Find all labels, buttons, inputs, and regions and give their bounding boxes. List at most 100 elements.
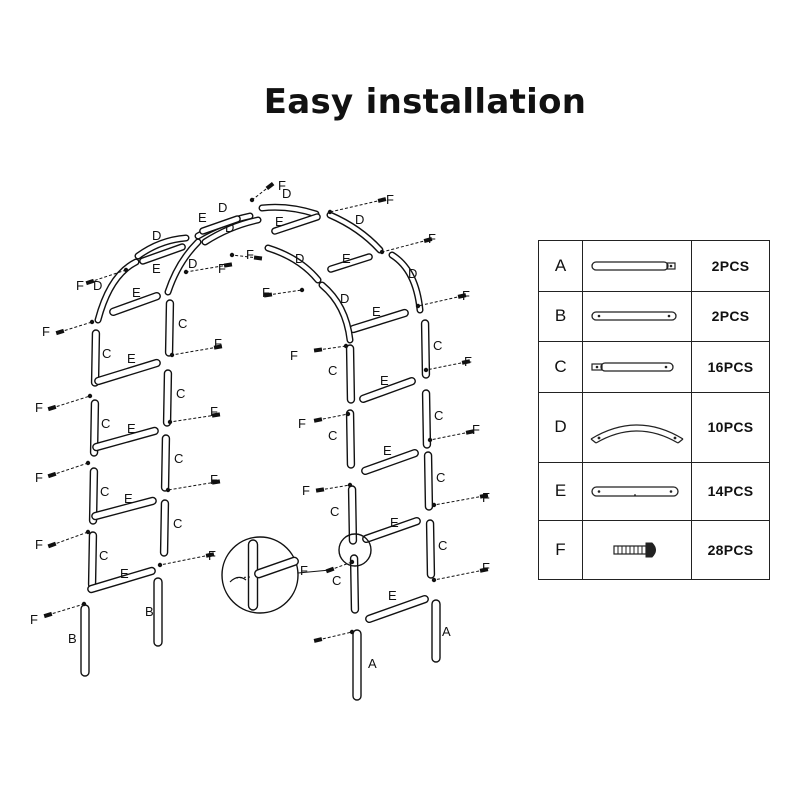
part-label: F bbox=[464, 354, 472, 369]
screw-f-icon bbox=[461, 359, 471, 365]
tube-e bbox=[91, 496, 157, 521]
screw-f-icon bbox=[205, 552, 215, 558]
part-label: F bbox=[214, 336, 222, 351]
part-quantity: 28PCS bbox=[707, 541, 754, 558]
screw-f-icon bbox=[265, 181, 275, 191]
tube-c-icon bbox=[583, 341, 692, 392]
arc-tube-d-icon bbox=[583, 392, 692, 462]
part-label: F bbox=[300, 563, 308, 578]
screw-f-icon bbox=[47, 471, 57, 479]
part-label: C bbox=[102, 346, 111, 361]
part-label: F bbox=[262, 285, 270, 300]
tube-a bbox=[431, 599, 441, 663]
screw-f-icon bbox=[85, 278, 95, 286]
arc-tube-d bbox=[259, 205, 319, 217]
part-label: F bbox=[210, 404, 218, 419]
part-label: F bbox=[30, 612, 38, 627]
part-letter: B bbox=[539, 291, 583, 341]
tube-c bbox=[421, 389, 432, 449]
tube-e bbox=[94, 358, 161, 386]
part-label: D bbox=[340, 291, 349, 306]
part-label: E bbox=[127, 421, 136, 436]
part-label: E bbox=[380, 373, 389, 388]
part-label: D bbox=[188, 256, 197, 271]
part-label: E bbox=[342, 251, 351, 266]
arc-tube-d bbox=[327, 212, 383, 253]
part-label: E bbox=[152, 261, 161, 276]
part-label: D bbox=[408, 266, 417, 281]
screw-f-icon bbox=[457, 293, 467, 299]
part-label: E bbox=[132, 285, 141, 300]
tube-c bbox=[345, 409, 356, 469]
screw-f-icon bbox=[47, 541, 57, 549]
tube-c bbox=[89, 399, 100, 457]
screw-f-icon bbox=[55, 328, 65, 336]
screw-f-icon bbox=[211, 412, 221, 418]
screw-f-icon bbox=[479, 567, 489, 573]
part-label: F bbox=[298, 416, 306, 431]
tube-c bbox=[425, 519, 436, 579]
part-label: F bbox=[218, 261, 226, 276]
part-label: D bbox=[218, 200, 227, 215]
arc-tube-d bbox=[135, 235, 189, 259]
arc-tube-d bbox=[389, 252, 423, 313]
arc-tube-d bbox=[265, 245, 321, 283]
parts-list-table: A 2PCS B 2PCS C 16PCS D 10PCS E 14PCS F bbox=[538, 240, 770, 580]
part-label: F bbox=[278, 178, 286, 193]
tube-e bbox=[361, 448, 419, 476]
part-label: C bbox=[330, 504, 339, 519]
part-label: E bbox=[198, 210, 207, 225]
part-letter: C bbox=[539, 341, 583, 392]
part-label: F bbox=[472, 422, 480, 437]
tube-e bbox=[109, 291, 161, 317]
part-letter: A bbox=[539, 241, 583, 291]
screw-f-icon bbox=[213, 344, 223, 350]
part-label: C bbox=[433, 338, 442, 353]
detail-focus-circle bbox=[338, 533, 372, 567]
screw-f-icon bbox=[211, 479, 221, 485]
part-label: B bbox=[145, 604, 154, 619]
part-letter: F bbox=[539, 520, 583, 579]
tube-e bbox=[362, 516, 421, 544]
tube-detail bbox=[254, 556, 299, 579]
arc-tube-d bbox=[319, 282, 353, 343]
part-label: E bbox=[275, 214, 284, 229]
part-label: F bbox=[428, 231, 436, 246]
part-label: C bbox=[173, 516, 182, 531]
tube-c bbox=[345, 344, 356, 404]
tube-c bbox=[164, 299, 175, 357]
tube-e bbox=[359, 376, 416, 404]
tube-e bbox=[365, 594, 429, 624]
screw-f-icon bbox=[253, 255, 263, 261]
part-label: C bbox=[436, 470, 445, 485]
part-label: F bbox=[482, 490, 490, 505]
part-label: C bbox=[434, 408, 443, 423]
tube-e bbox=[92, 426, 159, 452]
part-label: F bbox=[210, 472, 218, 487]
screw-f-icon bbox=[377, 197, 387, 203]
part-label: D bbox=[152, 228, 161, 243]
tube-c bbox=[349, 554, 360, 614]
screw-f-icon bbox=[465, 429, 475, 435]
tube-b bbox=[153, 577, 163, 647]
part-label: F bbox=[76, 278, 84, 293]
tube-c bbox=[162, 369, 173, 427]
part-quantity: 14PCS bbox=[707, 483, 754, 499]
tube-c bbox=[420, 319, 431, 379]
screw-f-icon bbox=[479, 493, 489, 499]
part-label: C bbox=[99, 548, 108, 563]
part-label: F bbox=[208, 548, 216, 563]
part-label: D bbox=[282, 186, 291, 201]
tube-b bbox=[80, 604, 90, 677]
tube-c bbox=[88, 467, 99, 525]
screw-f-icon bbox=[223, 262, 233, 268]
part-label: E bbox=[372, 304, 381, 319]
part-row-b: B 2PCS bbox=[539, 291, 769, 342]
part-label: D bbox=[93, 278, 102, 293]
arc-tube-d bbox=[95, 259, 139, 323]
part-label: E bbox=[120, 566, 129, 581]
part-label: E bbox=[124, 491, 133, 506]
tube-e bbox=[139, 243, 186, 265]
part-label: D bbox=[355, 212, 364, 227]
